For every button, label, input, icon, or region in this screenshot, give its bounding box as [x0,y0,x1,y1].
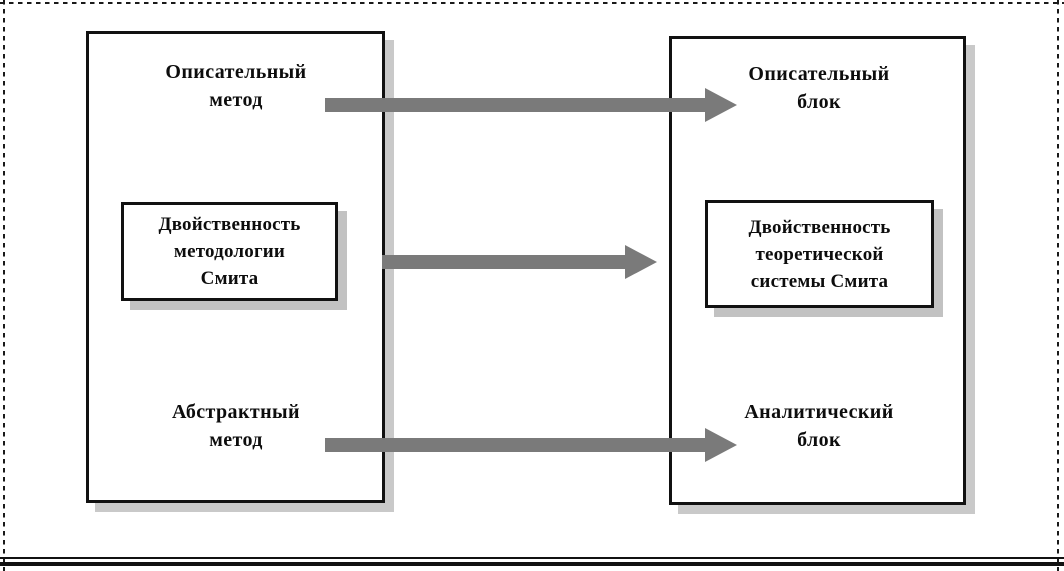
label-descriptive-block: Описательный блок [748,63,890,113]
label-abstract-method: Абстрактный метод [172,401,300,451]
page-frame-right-dotted [1057,0,1059,571]
page-frame-top-dotted [0,2,1064,4]
inner-box-duality-of-theoretical-system: Двойственность теоретической системы Сми… [705,200,934,308]
arrow-duality-methodology-to-theory [382,245,657,279]
label-descriptive-method: Описательный метод [165,61,307,111]
arrow-descriptive-method-to-block [325,88,737,122]
arrow-abstract-method-to-analytical-block [325,428,737,462]
inner-box-right-label: Двойственность теоретической системы Сми… [748,216,891,292]
bottom-rule-thin [0,557,1064,559]
page-frame-left-dotted [3,0,5,571]
bottom-rule-thick [0,562,1064,566]
inner-box-left-label: Двойственность методологии Смита [158,214,301,289]
inner-box-duality-of-methodology: Двойственность методологии Смита [121,202,338,301]
label-analytical-block: Аналитический блок [744,401,894,451]
